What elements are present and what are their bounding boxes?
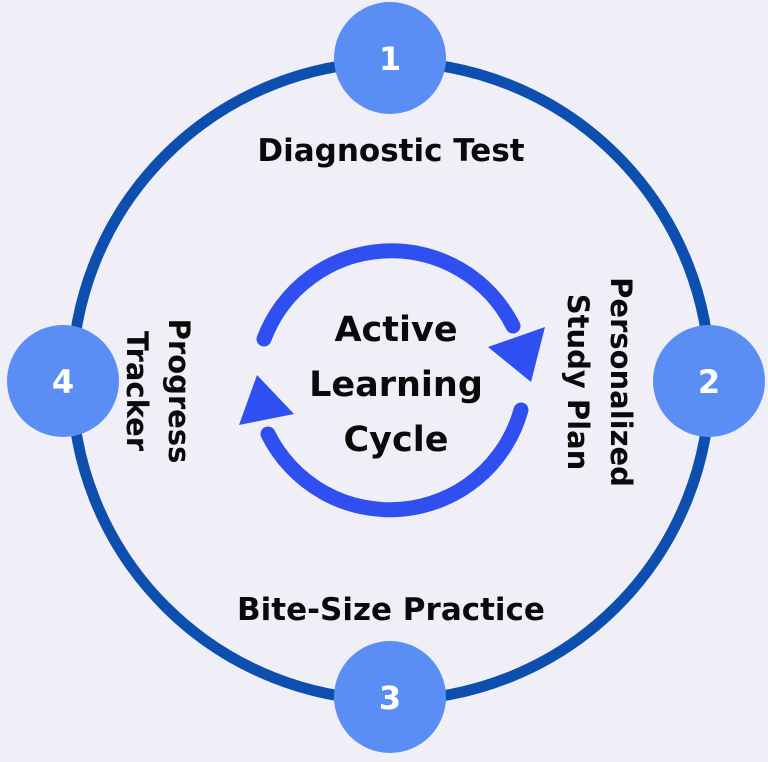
step-4-label-line1: Progress (162, 319, 196, 464)
cycle-arrow-bottom (260, 402, 529, 518)
step-2-label: Personalized Study Plan (561, 277, 638, 487)
step-2-label-line2: Study Plan (561, 294, 595, 471)
step-1-label: Diagnostic Test (257, 133, 524, 169)
step-4-label-line2: Tracker (120, 331, 154, 452)
step-2-node: 2 (653, 325, 765, 437)
step-3-node: 3 (334, 641, 446, 753)
cycle-arrowhead-right (488, 327, 545, 382)
step-4-number: 4 (52, 363, 74, 401)
step-2-label-line1: Personalized (604, 277, 638, 487)
step-3-label: Bite-Size Practice (237, 592, 545, 628)
center-title-line3: Cycle (344, 420, 449, 460)
step-4-label: Progress Tracker (120, 319, 196, 464)
center-title-line2: Learning (309, 365, 483, 405)
step-1-node: 1 (334, 2, 446, 114)
cycle-arrowhead-left (239, 375, 294, 425)
cycle-arrows-icon (239, 243, 545, 518)
step-2-number: 2 (698, 363, 720, 401)
center-title-line1: Active (334, 310, 457, 350)
step-4-node: 4 (7, 325, 119, 437)
step-1-number: 1 (379, 40, 401, 78)
cycle-arrow-top (256, 243, 521, 347)
step-3-number: 3 (379, 679, 401, 717)
